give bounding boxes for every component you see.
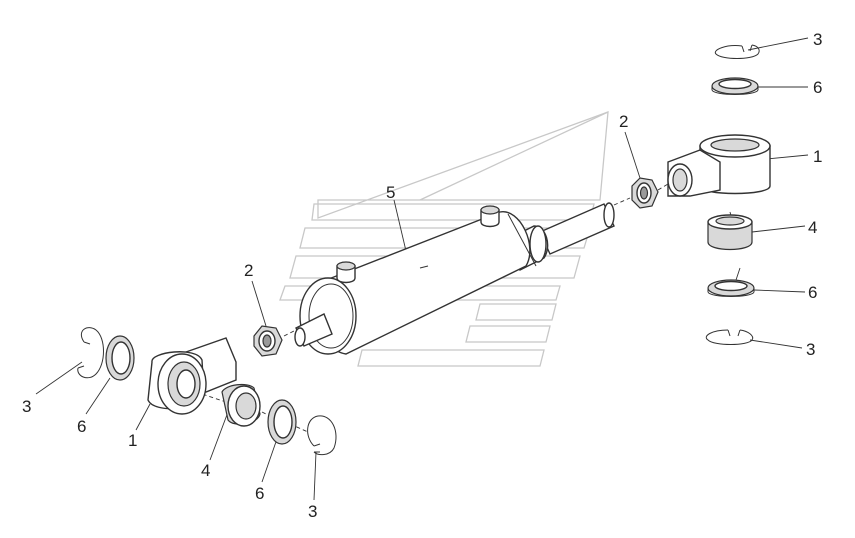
right-retaining-ring-top	[714, 44, 760, 59]
callout-left-ring-outer: 3	[22, 397, 31, 416]
right-washer-top	[711, 77, 759, 95]
callout-right-ring-bottom: 3	[806, 340, 815, 359]
left-bushing	[221, 383, 261, 427]
callout-right-ring-top: 3	[813, 30, 822, 49]
left-washer-inner	[267, 399, 297, 445]
callout-right-washer-top: 6	[813, 78, 822, 97]
callout-right-bushing: 4	[808, 218, 817, 237]
left-washer-outer	[105, 335, 135, 381]
right-retaining-ring-bottom	[705, 329, 754, 345]
left-rod-eye	[147, 337, 237, 415]
callout-right-eye: 1	[813, 147, 822, 166]
callout-right-nut: 2	[619, 112, 628, 131]
callout-left-washer-outer: 6	[77, 417, 86, 436]
callout-left-eye: 1	[128, 431, 137, 450]
callout-cylinder: 5	[386, 183, 395, 202]
left-retaining-ring-outer	[77, 327, 104, 379]
left-retaining-ring-inner	[307, 415, 337, 456]
right-washer-bottom	[707, 279, 755, 297]
left-nut	[253, 325, 283, 357]
right-rod-eye	[667, 134, 771, 197]
hydraulic-cylinder	[294, 202, 615, 355]
callout-left-nut: 2	[244, 261, 253, 280]
callout-left-washer-inner: 6	[255, 484, 264, 503]
callout-right-washer-bottom: 6	[808, 283, 817, 302]
callout-left-ring-inner: 3	[308, 502, 317, 521]
right-nut	[631, 177, 659, 209]
callout-left-bushing: 4	[201, 461, 210, 480]
right-bushing	[707, 214, 753, 251]
callout-labels: 3 6 1 2 4 6 3 5 2 3 6 1 4 6 3	[22, 30, 822, 521]
